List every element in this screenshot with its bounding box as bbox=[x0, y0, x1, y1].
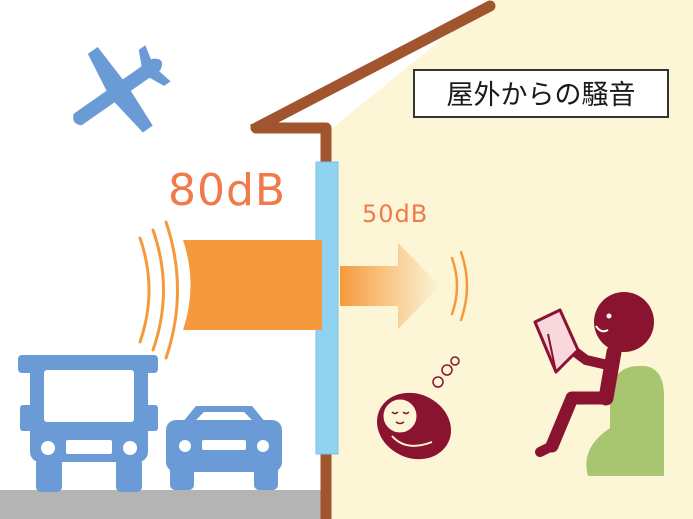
chair-icon bbox=[586, 365, 664, 476]
indoor-sound-waves bbox=[450, 250, 469, 322]
outdoor-sound-arrow bbox=[183, 240, 322, 330]
book-icon bbox=[533, 308, 580, 374]
airplane-icon bbox=[73, 45, 171, 133]
ground bbox=[0, 490, 330, 519]
sleeping-baby-icon bbox=[377, 356, 460, 460]
car-icon bbox=[166, 406, 282, 490]
reading-person-icon bbox=[533, 292, 654, 457]
title-text: 屋外からの騒音 bbox=[447, 80, 636, 111]
truck-icon bbox=[18, 355, 158, 492]
indoor-db-label: 50dB bbox=[362, 200, 428, 228]
outdoor-db-label: 80dB bbox=[168, 165, 286, 216]
indoor-sound-arrow bbox=[340, 243, 440, 329]
title-box: 屋外からの騒音 bbox=[413, 69, 669, 118]
roof-line bbox=[250, 0, 496, 134]
outdoor-sound-waves bbox=[138, 220, 179, 360]
